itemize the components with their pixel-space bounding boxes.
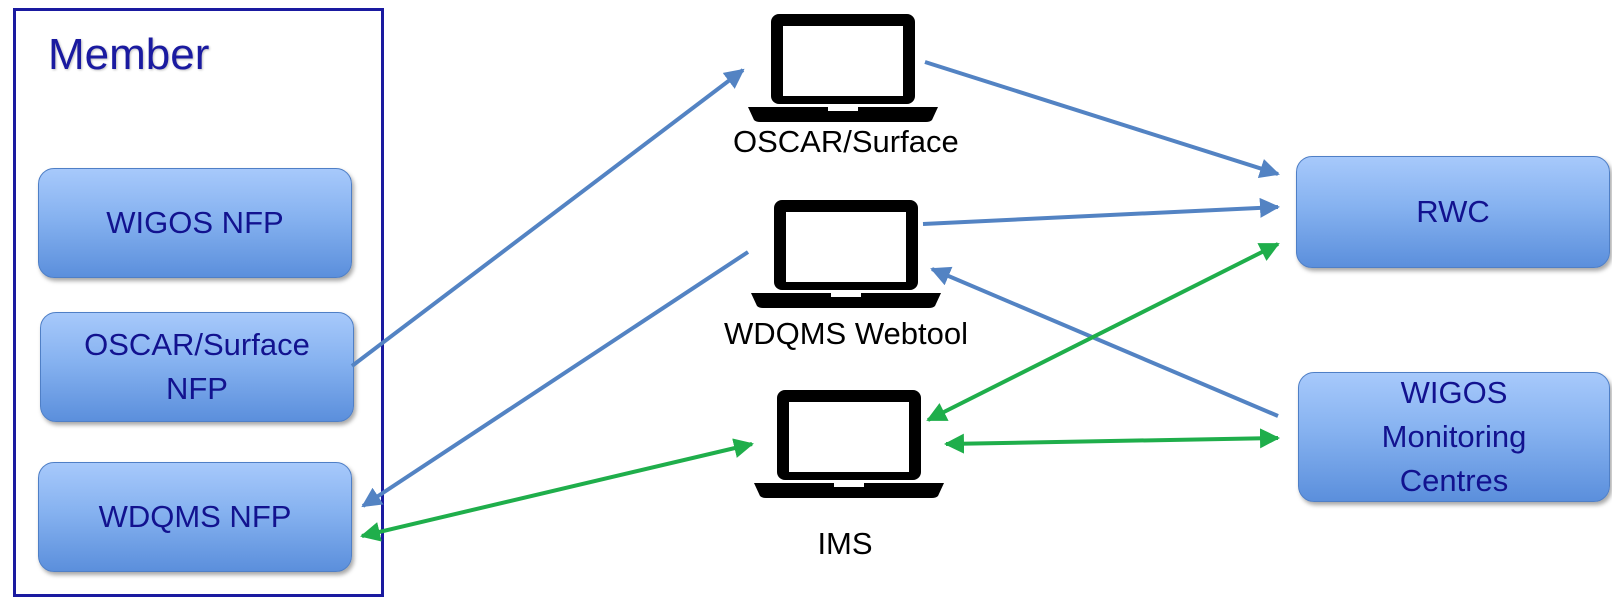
ims-label: IMS [817, 526, 873, 561]
wdqms-nfp-box: WDQMS NFP [38, 462, 352, 572]
wigos-nfp-box: WIGOS NFP [38, 168, 352, 278]
arrow-oscar-to-rwc [924, 60, 1280, 179]
laptop-icon [754, 390, 944, 498]
laptop-icon [748, 14, 938, 122]
rwc-box: RWC [1296, 156, 1610, 268]
arrow-ims-wmc [944, 428, 1280, 454]
arrow-ims-rwc [926, 242, 1280, 422]
arrow-oscar-nfp-to-oscar [350, 68, 745, 368]
wigos-monitoring-centres-box: WIGOS Monitoring Centres [1298, 372, 1610, 502]
oscar-surface-label: OSCAR/Surface [733, 124, 959, 159]
oscar-surface-nfp-box: OSCAR/Surface NFP [40, 312, 354, 422]
arrow-wdqms-to-wdqms-nfp [361, 250, 750, 508]
arrow-wdqms-to-rwc [922, 197, 1280, 226]
member-title: Member [48, 30, 210, 79]
member-frame [13, 8, 384, 597]
laptop-icon [751, 200, 941, 308]
arrow-ims-wdqms-nfp [360, 438, 754, 542]
